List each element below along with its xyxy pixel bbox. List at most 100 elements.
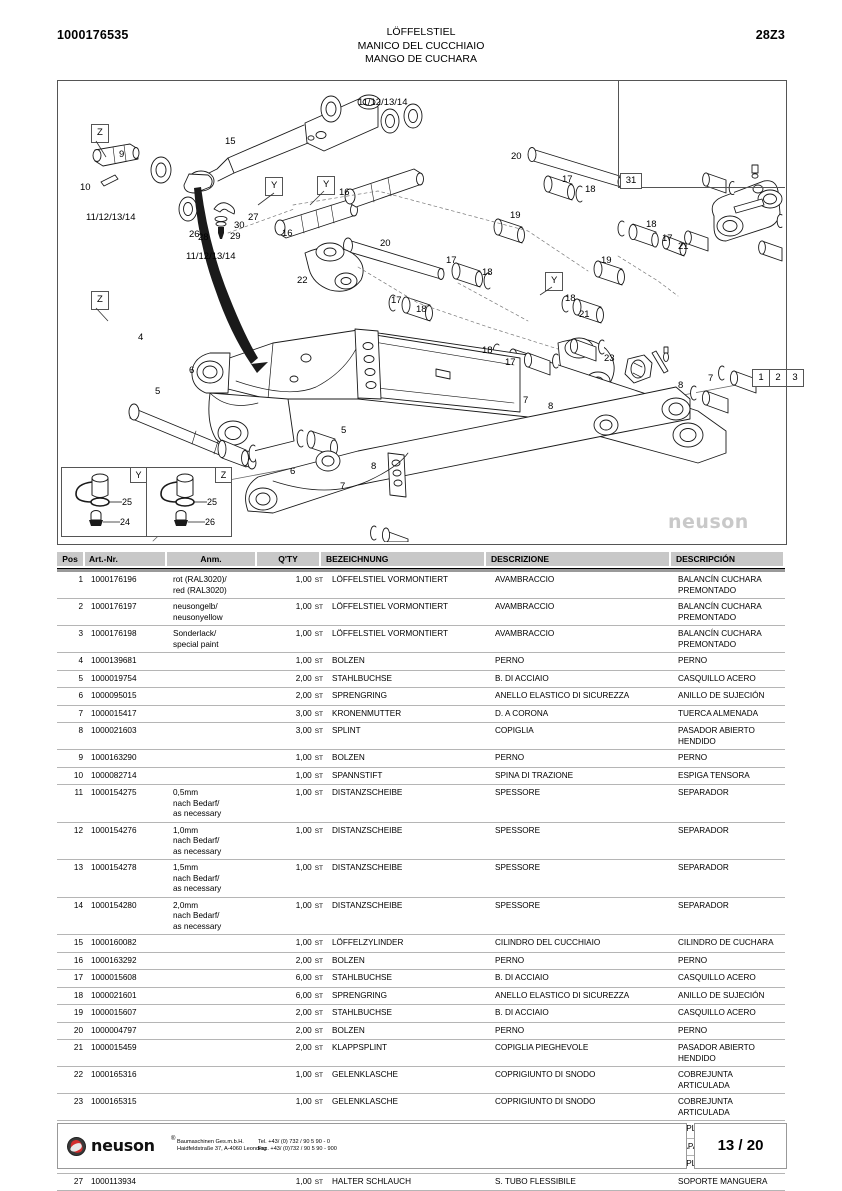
bushing-cluster-1 — [543, 175, 583, 203]
callout-18: 18 — [565, 293, 576, 304]
qty-unit: ST — [314, 957, 323, 965]
right-bushings — [617, 220, 687, 257]
callout-6: 6 — [189, 365, 195, 376]
callout-29: 29 — [230, 231, 241, 242]
cell-art-nr: 1000021601 — [91, 990, 137, 1000]
cell-bezeichnung: STAHLBUCHSE — [332, 673, 392, 683]
cell-descrizione: ANELLO ELASTICO DI SICUREZZA — [495, 990, 630, 1000]
cell-bezeichnung: DISTANZSCHEIBE — [332, 863, 403, 872]
cell-bezeichnung: BOLZEN — [332, 955, 365, 965]
variant-3[interactable]: 3 — [792, 372, 798, 383]
cell-art-nr: 1000163290 — [91, 753, 137, 762]
qty-unit: ST — [314, 992, 323, 1000]
legend-cell-y: Y 25 24 — [62, 468, 147, 536]
cell-descrizione: PERNO — [495, 1025, 525, 1035]
cell-art-nr: 1000160082 — [91, 938, 137, 947]
qty-unit: ST — [314, 755, 323, 762]
variant-2[interactable]: 2 — [770, 370, 787, 386]
part-19-bushings — [493, 218, 625, 286]
cell-art-nr: 1000015459 — [91, 1043, 137, 1052]
footer-street: Haidfeldstraße 37, A-4060 Leonding — [177, 1146, 267, 1153]
cell-anm: neusongelb/neusonyellow — [167, 602, 261, 623]
inset-31-frame — [618, 81, 785, 188]
cell-art-nr: 1000176198 — [91, 629, 137, 638]
cell-art-nr: 1000095015 — [91, 691, 137, 700]
cell-art-nr: 1000015417 — [91, 708, 137, 718]
anm-line: red (RAL3020) — [173, 585, 227, 595]
callout-18: 18 — [646, 219, 657, 230]
cell-bezeichnung: DISTANZSCHEIBE — [332, 825, 403, 835]
detail-label-y-3: Y — [545, 272, 564, 291]
cell-pos: 20 — [73, 1025, 83, 1035]
callout-7: 7 — [708, 373, 714, 384]
anm-line: Sonderlack/ — [173, 629, 217, 638]
cell-descrizione: SPESSORE — [495, 900, 541, 910]
cell-descrizione: SPESSORE — [495, 863, 541, 872]
variant-1[interactable]: 1 — [753, 370, 770, 386]
callout-19: 19 — [510, 210, 521, 221]
cell-pos: 13 — [73, 863, 83, 872]
cell-bezeichnung: SPANNSTIFT — [332, 770, 383, 780]
footer-contact: Tel. +43/ (0) 732 / 90 5 90 - 0 Fax. +43… — [258, 1139, 337, 1154]
cell-bezeichnung: BOLZEN — [332, 656, 365, 665]
cell-descripcion: CASQUILLO ACERO — [678, 673, 756, 683]
header-model-code: 28Z3 — [755, 28, 785, 42]
part-9-bushing — [92, 143, 140, 167]
callout-19: 19 — [601, 255, 612, 266]
detail-label-y-2: Y — [317, 176, 336, 195]
cell-pos: 19 — [73, 1008, 83, 1017]
col-header-descripcion: DESCRIPCIÓN — [671, 552, 783, 566]
cell-pos: 4 — [78, 656, 83, 665]
callout-17: 17 — [562, 174, 573, 185]
cell-descripcion: PERNO — [678, 1025, 708, 1035]
cell-descripcion: SEPARADOR — [678, 825, 729, 835]
qty-unit: ST — [314, 1027, 323, 1035]
qty-unit: ST — [314, 604, 323, 611]
cell-descripcion: COBREJUNTA ARTICULADA — [678, 1097, 733, 1117]
cell-art-nr: 1000165315 — [91, 1097, 137, 1106]
cell-descripcion: ESPIGA TENSORA — [678, 770, 750, 780]
cell-descrizione: AVAMBRACCIO — [495, 602, 555, 611]
legend-y-svg — [75, 473, 122, 526]
qty-unit: ST — [314, 1045, 323, 1052]
cell-pos: 9 — [78, 753, 83, 762]
callout-11-12-13-14: 11/12/13/14 — [358, 97, 408, 108]
table-header-row: Pos Art.-Nr. Anm. Q'TY BEZEICHNUNG DESCR… — [57, 552, 785, 566]
callout-11-12-13-14: 11/12/13/14 — [186, 251, 236, 262]
callout-30: 30 — [234, 220, 245, 231]
cell-descrizione: AVAMBRACCIO — [495, 575, 555, 584]
cell-bezeichnung: LÖFFELSTIEL VORMONTIERT — [332, 602, 449, 611]
